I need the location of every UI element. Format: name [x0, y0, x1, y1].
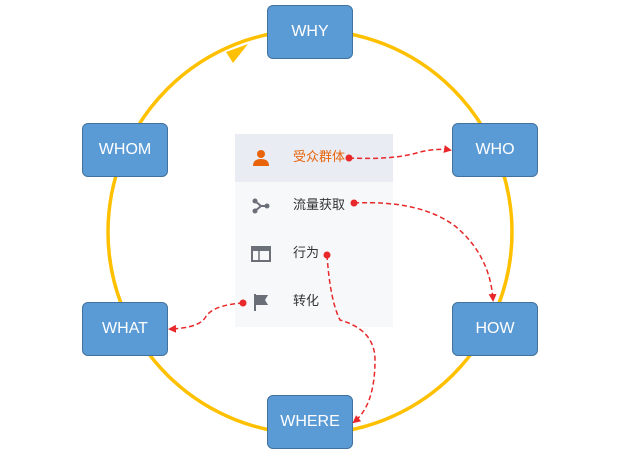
menu-item-acquisition[interactable]: 流量获取 — [235, 182, 393, 230]
node-what[interactable]: WHAT — [82, 302, 168, 356]
menu-item-audience[interactable]: 受众群体 — [235, 134, 393, 182]
menu-label-acquisition: 流量获取 — [293, 198, 346, 213]
menu-item-behavior[interactable]: 行为 — [235, 230, 393, 278]
share-branch-icon — [252, 198, 270, 214]
node-whom[interactable]: WHOM — [82, 123, 168, 177]
node-where[interactable]: WHERE — [267, 395, 353, 449]
person-icon — [253, 150, 269, 166]
menu-item-conversion[interactable]: 转化 — [235, 278, 393, 326]
node-how[interactable]: HOW — [452, 302, 538, 356]
node-why[interactable]: WHY — [267, 5, 353, 59]
menu-label-audience: 受众群体 — [293, 150, 346, 165]
cycle-arrowhead — [226, 44, 248, 63]
menu-label-behavior: 行为 — [293, 246, 320, 261]
node-who[interactable]: WHO — [452, 123, 538, 177]
flag-icon — [254, 294, 268, 311]
browser-window-icon — [251, 246, 271, 262]
analytics-menu: 受众群体 流量获取 行为 转化 — [235, 134, 393, 327]
menu-label-conversion: 转化 — [293, 294, 320, 309]
